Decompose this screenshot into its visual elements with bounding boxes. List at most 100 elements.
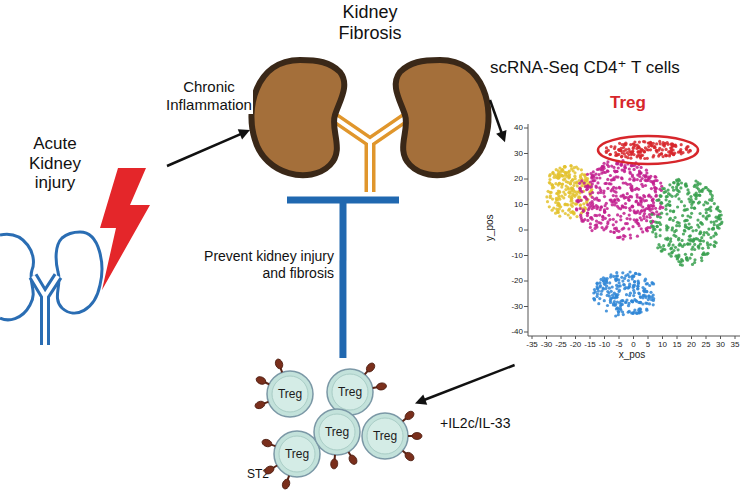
tsne-point <box>684 253 687 256</box>
arrow-connector <box>167 129 250 166</box>
tsne-point <box>598 186 601 189</box>
tsne-point <box>673 144 676 147</box>
tsne-point <box>635 219 638 222</box>
tsne-point <box>686 208 689 211</box>
tsne-point <box>622 283 625 286</box>
tsne-point <box>693 248 696 251</box>
tsne-point <box>669 193 672 196</box>
tsne-point <box>612 166 615 169</box>
tsne-point <box>673 234 676 237</box>
tsne-point <box>623 287 626 290</box>
tsne-point <box>702 215 705 218</box>
tsne-point <box>557 176 560 179</box>
tsne-point <box>681 245 684 248</box>
tsne-point <box>610 189 613 192</box>
tsne-point <box>688 235 691 238</box>
tsne-point <box>639 216 642 219</box>
tsne-point <box>659 228 662 231</box>
tsne-point <box>614 277 617 280</box>
tsne-point <box>569 216 572 219</box>
tsne-point <box>586 203 589 206</box>
tsne-point <box>702 203 705 206</box>
tick-label: 40 <box>500 123 523 133</box>
tsne-point <box>626 156 629 159</box>
tsne-point <box>645 282 648 285</box>
tsne-point <box>616 162 619 165</box>
tsne-point <box>680 181 683 184</box>
tsne-point <box>639 196 642 199</box>
tsne-point <box>652 198 655 201</box>
tsne-point <box>630 299 633 302</box>
tsne-point <box>672 153 675 156</box>
tsne-point <box>624 143 627 146</box>
tsne-point <box>596 282 599 285</box>
tsne-point <box>683 230 686 233</box>
tsne-point <box>572 169 575 172</box>
tsne-point <box>579 214 582 217</box>
tsne-point <box>591 200 594 203</box>
tsne-point <box>615 275 618 278</box>
tsne-point <box>631 188 634 191</box>
tsne-point <box>579 204 582 207</box>
tsne-point <box>708 198 711 201</box>
tsne-point <box>688 149 691 152</box>
axis-title: x_pos <box>607 349 657 361</box>
tsne-point <box>555 198 558 201</box>
tsne-point <box>605 309 608 312</box>
tsne-point <box>630 151 633 154</box>
tsne-point <box>600 290 603 293</box>
st2-receptor <box>281 478 291 490</box>
tsne-point <box>688 200 691 203</box>
tsne-point <box>619 218 622 221</box>
tsne-point <box>633 280 636 283</box>
tsne-point <box>613 145 616 148</box>
tsne-point <box>681 214 684 217</box>
tsne-point <box>609 273 612 276</box>
tsne-point <box>628 283 631 286</box>
tsne-point <box>608 287 611 290</box>
tsne-point <box>633 178 636 181</box>
node-title: Acute Kidney injury <box>10 134 100 193</box>
tsne-point <box>583 195 586 198</box>
tsne-point <box>686 214 689 217</box>
tsne-point <box>699 230 702 233</box>
cell-membrane <box>314 409 360 455</box>
tsne-point <box>649 216 652 219</box>
tick-label: 20 <box>680 340 704 350</box>
tsne-point <box>645 215 648 218</box>
tsne-point <box>612 218 615 221</box>
tsne-point <box>697 245 700 248</box>
tsne-point <box>639 296 642 299</box>
tsne-point <box>549 194 552 197</box>
tick-label: -30 <box>500 302 523 312</box>
tsne-point <box>618 149 621 152</box>
tsne-point <box>564 193 567 196</box>
tsne-point <box>637 145 640 148</box>
cluster-label: Treg <box>610 93 670 113</box>
ureter <box>33 276 58 345</box>
tsne-point <box>645 199 648 202</box>
tsne-point <box>580 179 583 182</box>
tsne-point <box>666 195 669 198</box>
tsne-point <box>578 187 581 190</box>
kidney <box>251 60 344 175</box>
tsne-point <box>548 178 551 181</box>
tsne-point <box>615 295 618 298</box>
tsne-point <box>615 187 618 190</box>
tick-label: 5 <box>636 340 660 350</box>
tsne-point <box>666 237 669 240</box>
tsne-point <box>627 302 630 305</box>
tsne-point <box>558 215 561 218</box>
cell-label: Treg <box>326 384 374 400</box>
tsne-point <box>572 212 575 215</box>
tsne-point <box>606 170 609 173</box>
tsne-point <box>640 209 643 212</box>
tsne-point <box>670 251 673 254</box>
tsne-point <box>548 181 551 184</box>
tsne-point <box>616 213 619 216</box>
tsne-point <box>671 152 674 155</box>
tsne-point <box>712 235 715 238</box>
tsne-point <box>604 182 607 185</box>
tsne-point <box>698 193 701 196</box>
tsne-point <box>665 195 668 198</box>
